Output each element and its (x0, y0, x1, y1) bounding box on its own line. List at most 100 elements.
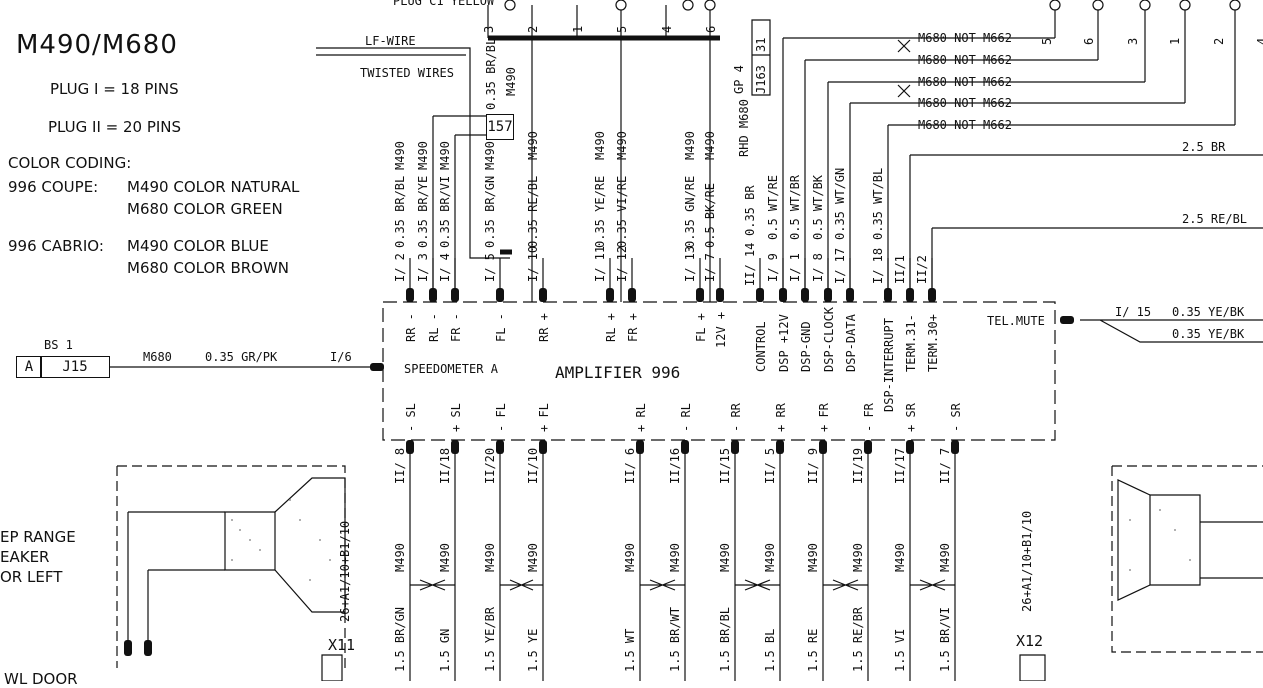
wire-spec: 0.35 YE/RE (593, 175, 607, 248)
wire-variant: M490 (938, 543, 952, 572)
terminal-label: - RR (729, 403, 743, 432)
wire-spec: 1.5 BR/GN (393, 606, 407, 672)
connector-j15: J15 (40, 356, 110, 378)
wire-variant: M490 (615, 131, 629, 160)
terminal-label: CONTROL (754, 321, 768, 372)
wire-spec: 0.35 BR/GN (483, 175, 497, 248)
plug2-note: PLUG II = 20 PINS (48, 118, 182, 136)
terminal-label: RL + (604, 313, 618, 342)
wire-variant: M490 (718, 543, 732, 572)
speedometer-label: SPEEDOMETER A (404, 362, 498, 376)
wire-pin: I/ 7 (703, 253, 717, 282)
terminal-label: - SR (949, 403, 963, 432)
wire-pin: II/ 6 (623, 447, 637, 484)
wire-pin: II/1 (893, 255, 907, 284)
wire-2-5-rebl: 2.5 RE/BL (1182, 212, 1248, 226)
terminal-label: FR - (449, 313, 463, 342)
wire-spec: 0.35 GN/RE (683, 175, 697, 248)
m680-label: M680 (143, 350, 172, 364)
wire-variant: M490 (416, 141, 430, 170)
coupe-color-m490: M490 COLOR NATURAL (127, 178, 300, 196)
terminal-label: + RL (634, 403, 648, 432)
wire-variant: M490 (683, 131, 697, 160)
plug-pin: 3 (1126, 37, 1140, 45)
wire-spec: 1.5 WT (623, 628, 637, 672)
wire-variant: M490 (438, 141, 452, 170)
wire-variant: M490 (526, 543, 540, 572)
speaker-label: EAKER (0, 548, 50, 566)
wire-pin: I/ 18 (871, 247, 885, 284)
color-coding-heading: COLOR CODING: (8, 154, 132, 172)
terminal-label: RR - (404, 313, 418, 342)
wire-variant: M490 (526, 131, 540, 160)
wire-pin: I/ 2 (393, 253, 407, 282)
wire-pin: I/ 12 (615, 245, 629, 282)
wire-spec: 0.35 BR/YE (416, 175, 430, 248)
not-m662-label: M680 NOT M662 (918, 75, 1012, 89)
wire-variant: M490 (393, 141, 407, 170)
wire-spec: 0.35 VI/RE (615, 175, 629, 248)
speedo-pin: I/6 (330, 350, 352, 364)
not-m662-label: M680 NOT M662 (918, 118, 1012, 132)
wire-variant: M490 (438, 543, 452, 572)
not-m662-label: M680 NOT M662 (918, 31, 1012, 45)
wire-pin: II/16 (668, 447, 682, 484)
wire-spec: 0.35 WT/BL (871, 167, 885, 240)
wire-spec: 1.5 BR/VI (938, 606, 952, 672)
wire-spec: 1.5 VI (893, 628, 907, 672)
wire-spec: 0.35 RE/BL (526, 175, 540, 248)
wire-pin: II/17 (893, 447, 907, 484)
connector-a: A (16, 356, 42, 378)
wire-spec: 1.5 BR/WT (668, 606, 682, 672)
plug-pin: 1 (571, 25, 585, 33)
wire-pin: I/ 10 (526, 245, 540, 282)
terminal-label: + SL (449, 403, 463, 432)
wire-pin: I/ 11 (593, 245, 607, 282)
wire-pin: I/ 9 (766, 253, 780, 282)
wire-spec: 1.5 BR/BL (718, 606, 732, 672)
wire-variant: M490 (668, 543, 682, 572)
terminal-label: DSP-DATA (844, 314, 858, 372)
wire-pin: II/20 (483, 447, 497, 484)
plug-pin: 1 (1168, 37, 1182, 45)
wire-pin: I/ 8 (811, 253, 825, 282)
not-m662-label: M680 NOT M662 (918, 96, 1012, 110)
terminal-label: DSP-CLOCK (822, 306, 836, 372)
bs1-label: BS 1 (44, 338, 73, 352)
tel-mute-label: TEL.MUTE (987, 314, 1045, 328)
wire-gr-pk: 0.35 GR/PK (205, 350, 278, 364)
wire-pin: II/10 (526, 447, 540, 484)
plug1-note: PLUG I = 18 PINS (50, 80, 179, 98)
plug-pin: 2 (1212, 37, 1226, 45)
diagram-title: M490/M680 (16, 30, 178, 60)
wire-variant: M490 (393, 543, 407, 572)
not-m662-label: M680 NOT M662 (918, 53, 1012, 67)
wire-spec: 0.5 WT/BR (788, 174, 802, 240)
wire-spec: 1.5 GN (438, 628, 452, 672)
coupe-color-m680: M680 COLOR GREEN (127, 200, 283, 218)
wire-variant: M490 (483, 543, 497, 572)
terminal-label: FR + (626, 313, 640, 342)
terminal-label: - SL (404, 403, 418, 432)
wire-spec: 1.5 YE/BR (483, 606, 497, 672)
wire-pin: II/15 (718, 447, 732, 484)
x12-label: X12 (1016, 632, 1044, 650)
wire-spec: 1.5 RE/BR (851, 606, 865, 672)
wire-spec: 0.35 BR/VI (438, 175, 452, 248)
plug-pin: 4 (660, 25, 674, 33)
wire-pin: II/18 (438, 447, 452, 484)
wire-variant: M490 (483, 141, 497, 170)
terminal-label: DSP-INTERRUPT (882, 318, 896, 412)
terminal-label: + FL (537, 403, 551, 432)
wire-pin: II/2 (915, 255, 929, 284)
terminal-label: - FL (494, 403, 508, 432)
wire-pin: I/ 4 (438, 253, 452, 282)
rhd-m680-label: RHD M680 (737, 99, 751, 157)
ref-label: 26+A1/10+B1/10 (1020, 510, 1034, 612)
wire-pin: II/ 9 (806, 447, 820, 484)
terminal-label: TERM.31- (904, 314, 918, 372)
plug-pin: 6 (1082, 37, 1096, 45)
j163-label: J163 (754, 65, 768, 94)
wire-pin: II/ 8 (393, 447, 407, 484)
ground-31-label: 31 (754, 37, 768, 52)
